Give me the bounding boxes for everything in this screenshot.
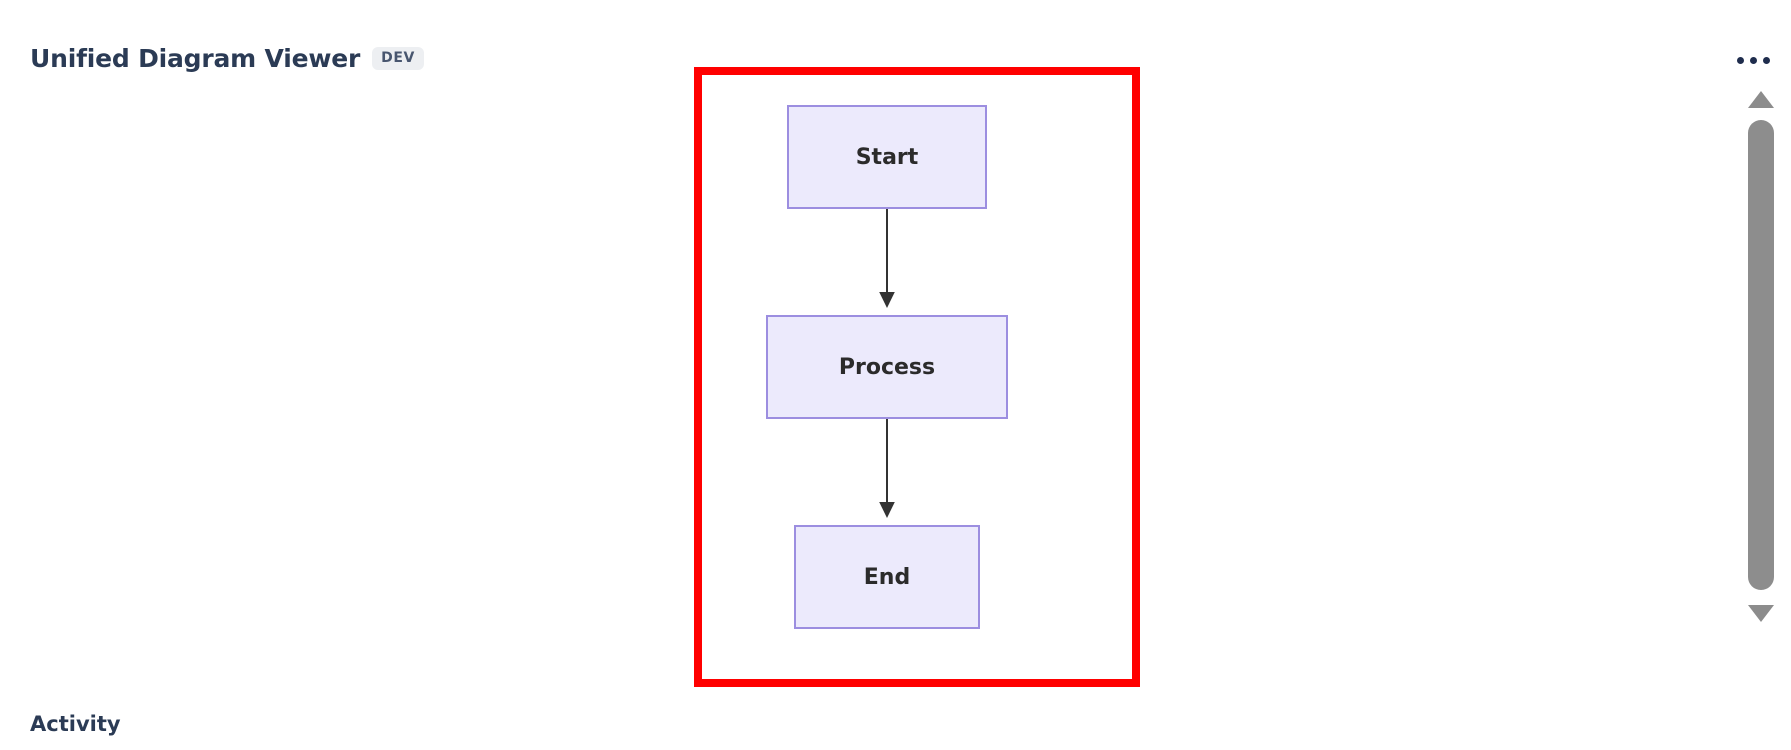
- diagram-canvas[interactable]: Start Process End: [702, 75, 1132, 679]
- menu-dot: [1749, 56, 1757, 64]
- diagram-node-end[interactable]: End: [794, 525, 980, 629]
- page-title: Unified Diagram Viewer: [30, 44, 361, 73]
- activity-section-heading: Activity: [30, 712, 121, 736]
- triangle-down-icon: [1748, 604, 1774, 622]
- node-label: End: [863, 564, 911, 590]
- vertical-scrollbar[interactable]: [1745, 86, 1777, 626]
- node-label: Process: [838, 354, 936, 380]
- diagram-node-process[interactable]: Process: [766, 315, 1008, 419]
- node-label: Start: [855, 144, 919, 170]
- menu-dot: [1736, 56, 1744, 64]
- scrollbar-thumb[interactable]: [1748, 120, 1774, 590]
- app-header: Unified Diagram Viewer DEV: [30, 44, 424, 73]
- scroll-down-arrow-icon[interactable]: [1745, 600, 1777, 626]
- menu-dot: [1762, 56, 1770, 64]
- triangle-up-icon: [1748, 90, 1774, 108]
- scroll-up-arrow-icon[interactable]: [1745, 86, 1777, 112]
- more-options-icon[interactable]: [1733, 46, 1773, 74]
- status-badge: DEV: [372, 47, 424, 70]
- diagram-node-start[interactable]: Start: [787, 105, 987, 209]
- scrollbar-track[interactable]: [1748, 120, 1774, 590]
- diagram-viewport[interactable]: Start Process End: [694, 67, 1140, 687]
